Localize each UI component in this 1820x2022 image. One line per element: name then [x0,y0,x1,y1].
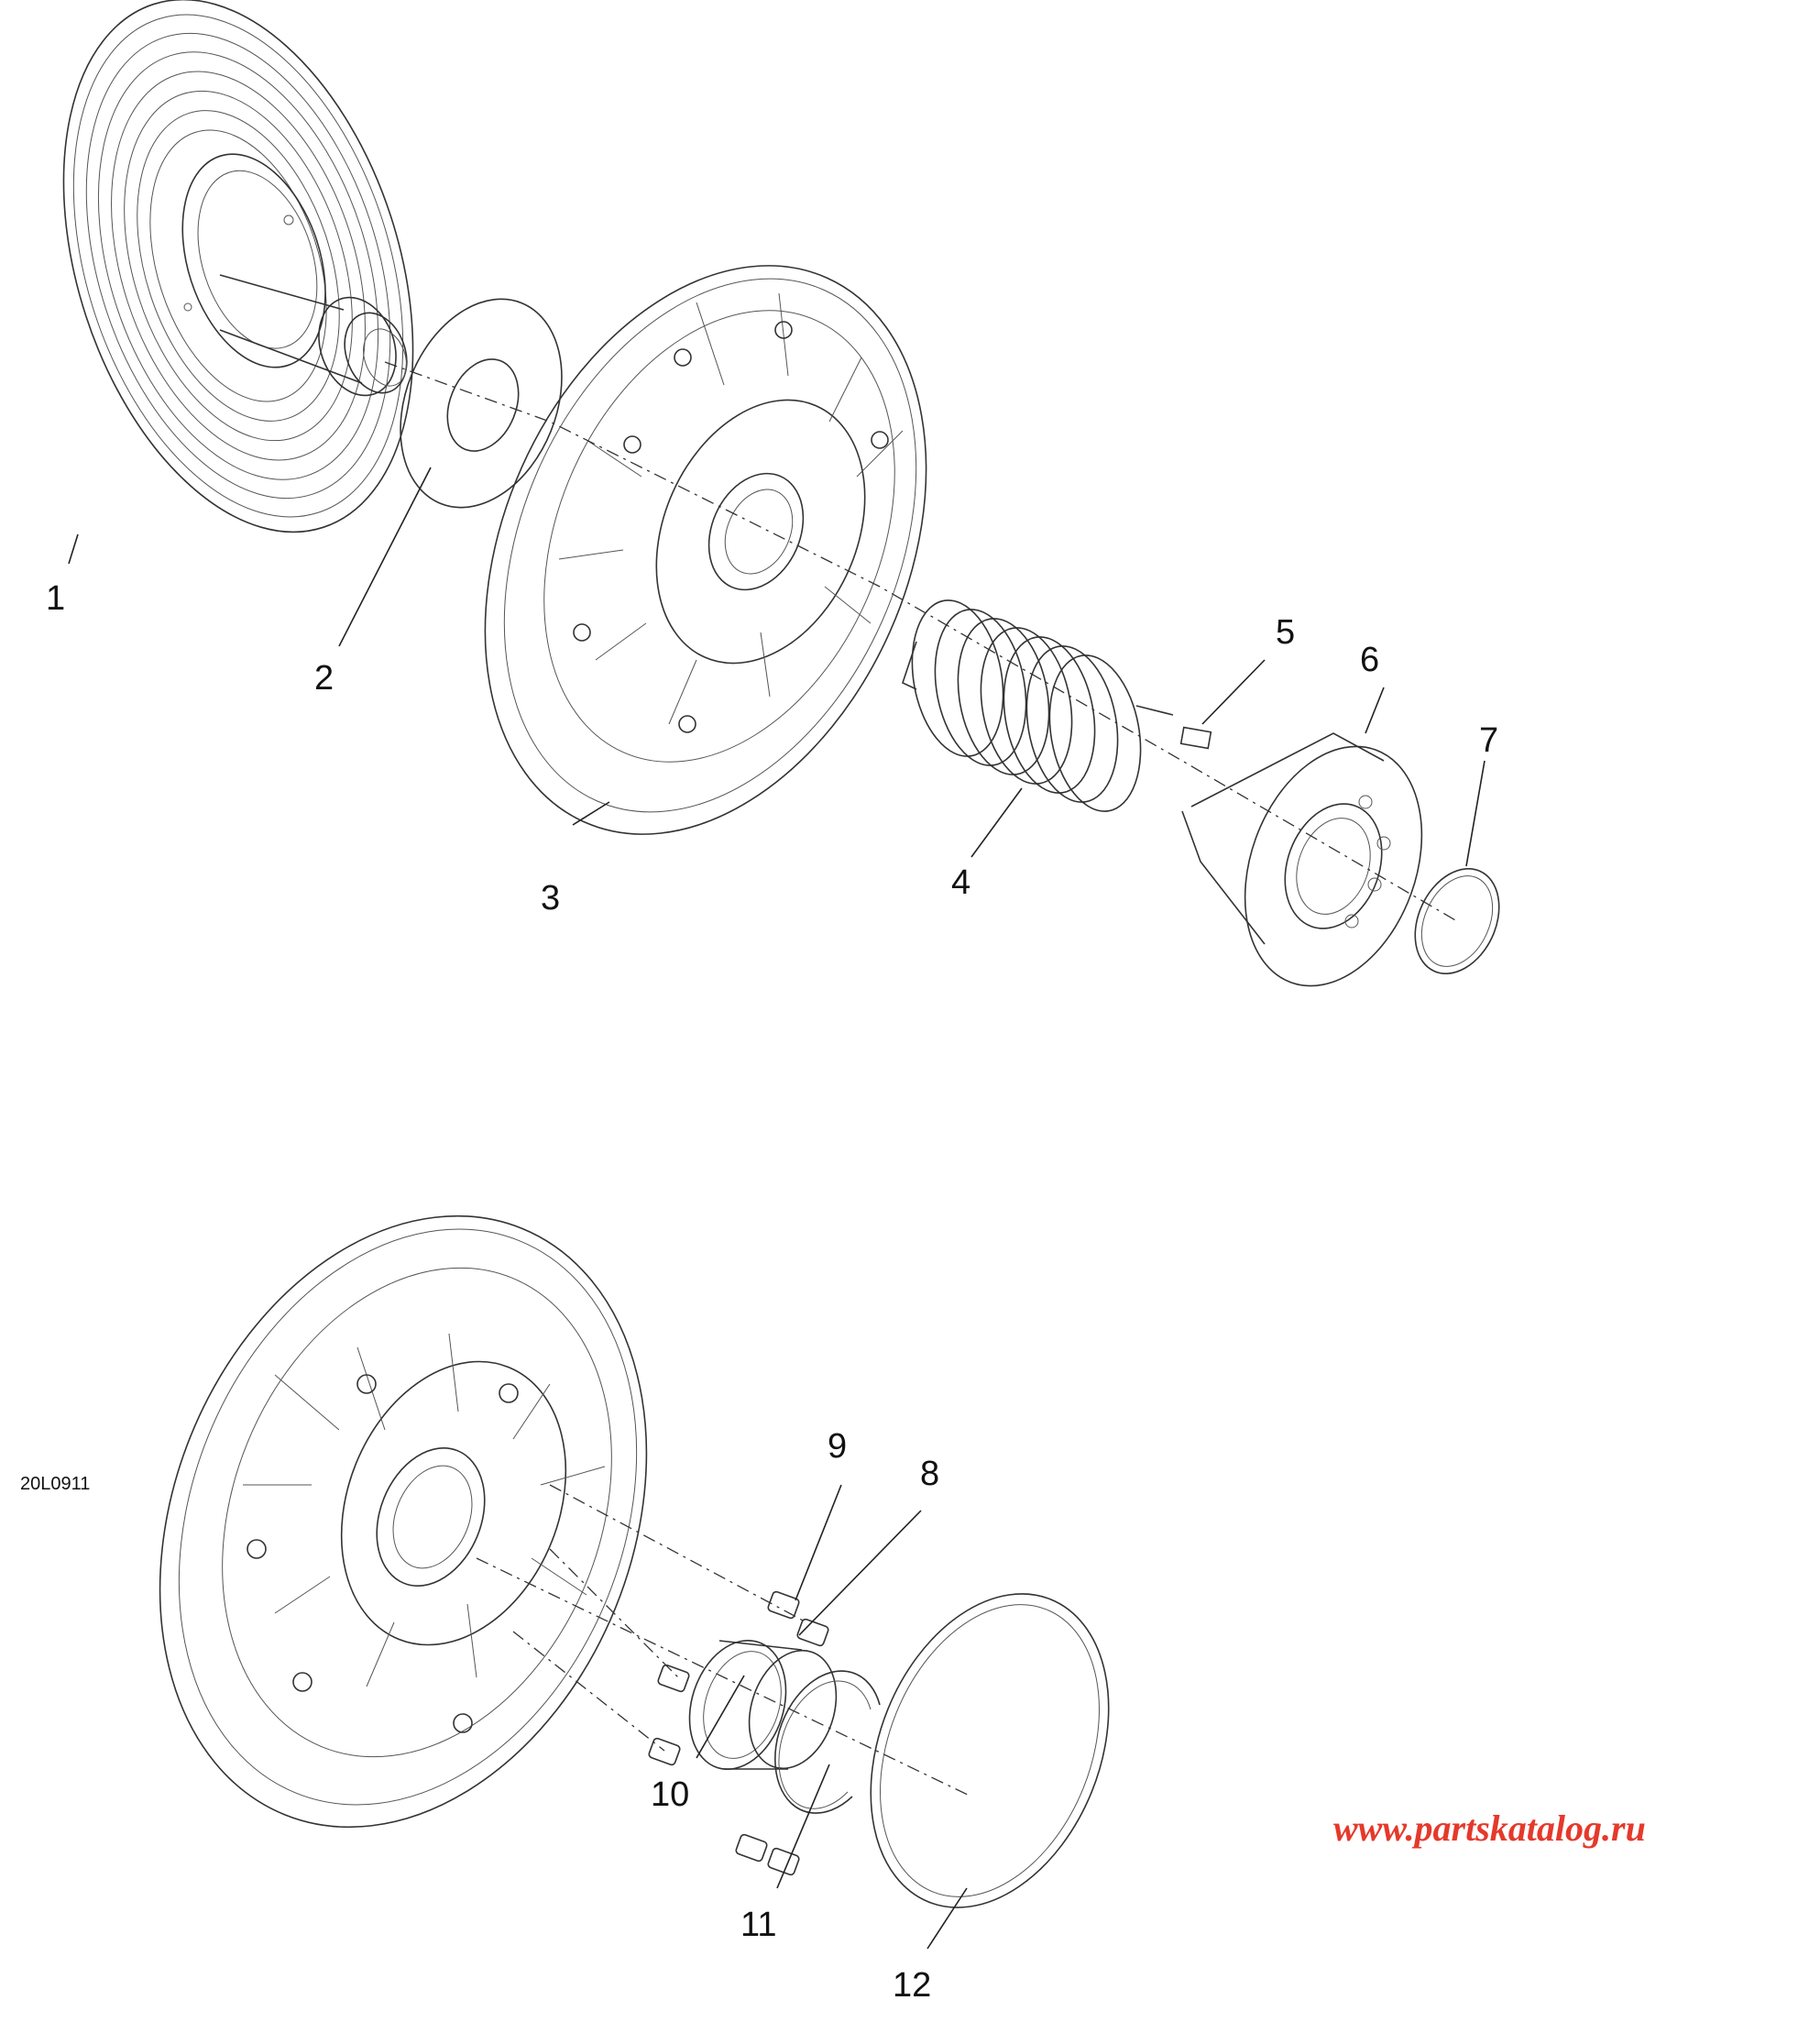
part-1-fixed-sheave [62,0,414,533]
part-4-spring [902,599,1174,812]
lower-rollers [648,1664,800,1876]
callout-12: 12 [893,1966,931,2005]
diagram-code: 20L0911 [20,1474,90,1494]
watermark: www.partskatalog.ru [1333,1808,1646,1849]
part-10-bushing [688,1640,838,1770]
part-2-washer [400,298,563,509]
part-12-ring [870,1593,1110,1908]
lower-sheave [159,1214,648,1829]
callout-5: 5 [1276,613,1295,652]
callout-7: 7 [1479,721,1498,760]
part-5-slider-block [1179,726,1212,750]
leader-lines [68,467,1486,1950]
callout-8: 8 [920,1455,939,1493]
callout-9: 9 [828,1427,847,1466]
callout-10: 10 [651,1775,689,1814]
callout-11: 11 [740,1906,776,1944]
callout-1: 1 [46,579,65,618]
callout-4: 4 [951,863,970,902]
part-6-cam [1181,732,1423,987]
part-8-roller-clip [796,1618,829,1647]
lower-assembly-axes [476,1484,972,1797]
part-7-snap-ring [1414,867,1500,975]
part-11-retaining-ring [774,1670,881,1814]
part-9-roller [767,1590,800,1620]
callout-3: 3 [541,879,560,918]
callout-2: 2 [314,659,334,698]
part-3-movable-sheave [484,265,927,835]
upper-assembly-axis [384,361,1458,922]
callout-numbers: 1 2 3 4 5 6 7 8 9 10 11 12 [46,579,1498,2005]
callout-6: 6 [1360,641,1379,679]
